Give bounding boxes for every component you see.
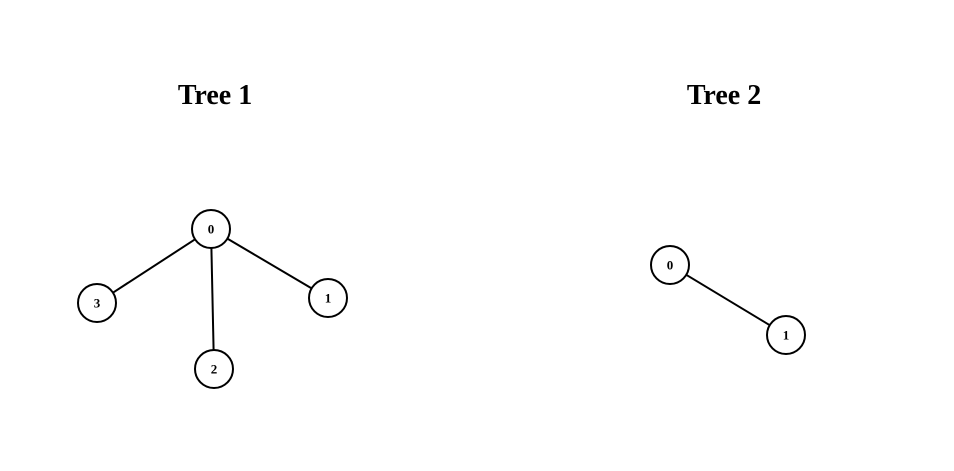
tree-1: 0 1 2 3 [77,209,348,389]
edge-0-1 [685,273,771,327]
tree-2: 01 [650,245,806,355]
node-circle [191,209,231,249]
node-3: 3 [77,283,117,323]
edge-0-1 [226,237,313,290]
node-2: 2 [194,349,234,389]
node-label: 1 [325,291,332,306]
node-circle [766,315,806,355]
node-label: 2 [211,362,218,377]
node-0: 0 [191,209,231,249]
edge-0-2 [210,247,215,351]
node-circle [650,245,690,285]
node-label: 1 [783,328,790,343]
node-label: 3 [94,296,101,311]
node-1: 1 [766,315,806,355]
node-circle [77,283,117,323]
node-0: 0 [650,245,690,285]
tree-2-title: Tree 2 [686,80,762,111]
node-circle [194,349,234,389]
node-circle [308,278,348,318]
tree-1-title: Tree 1 [177,80,253,111]
edge-0-3 [112,238,196,294]
node-1: 1 [308,278,348,318]
node-label: 0 [667,258,674,273]
node-label: 0 [208,222,215,237]
